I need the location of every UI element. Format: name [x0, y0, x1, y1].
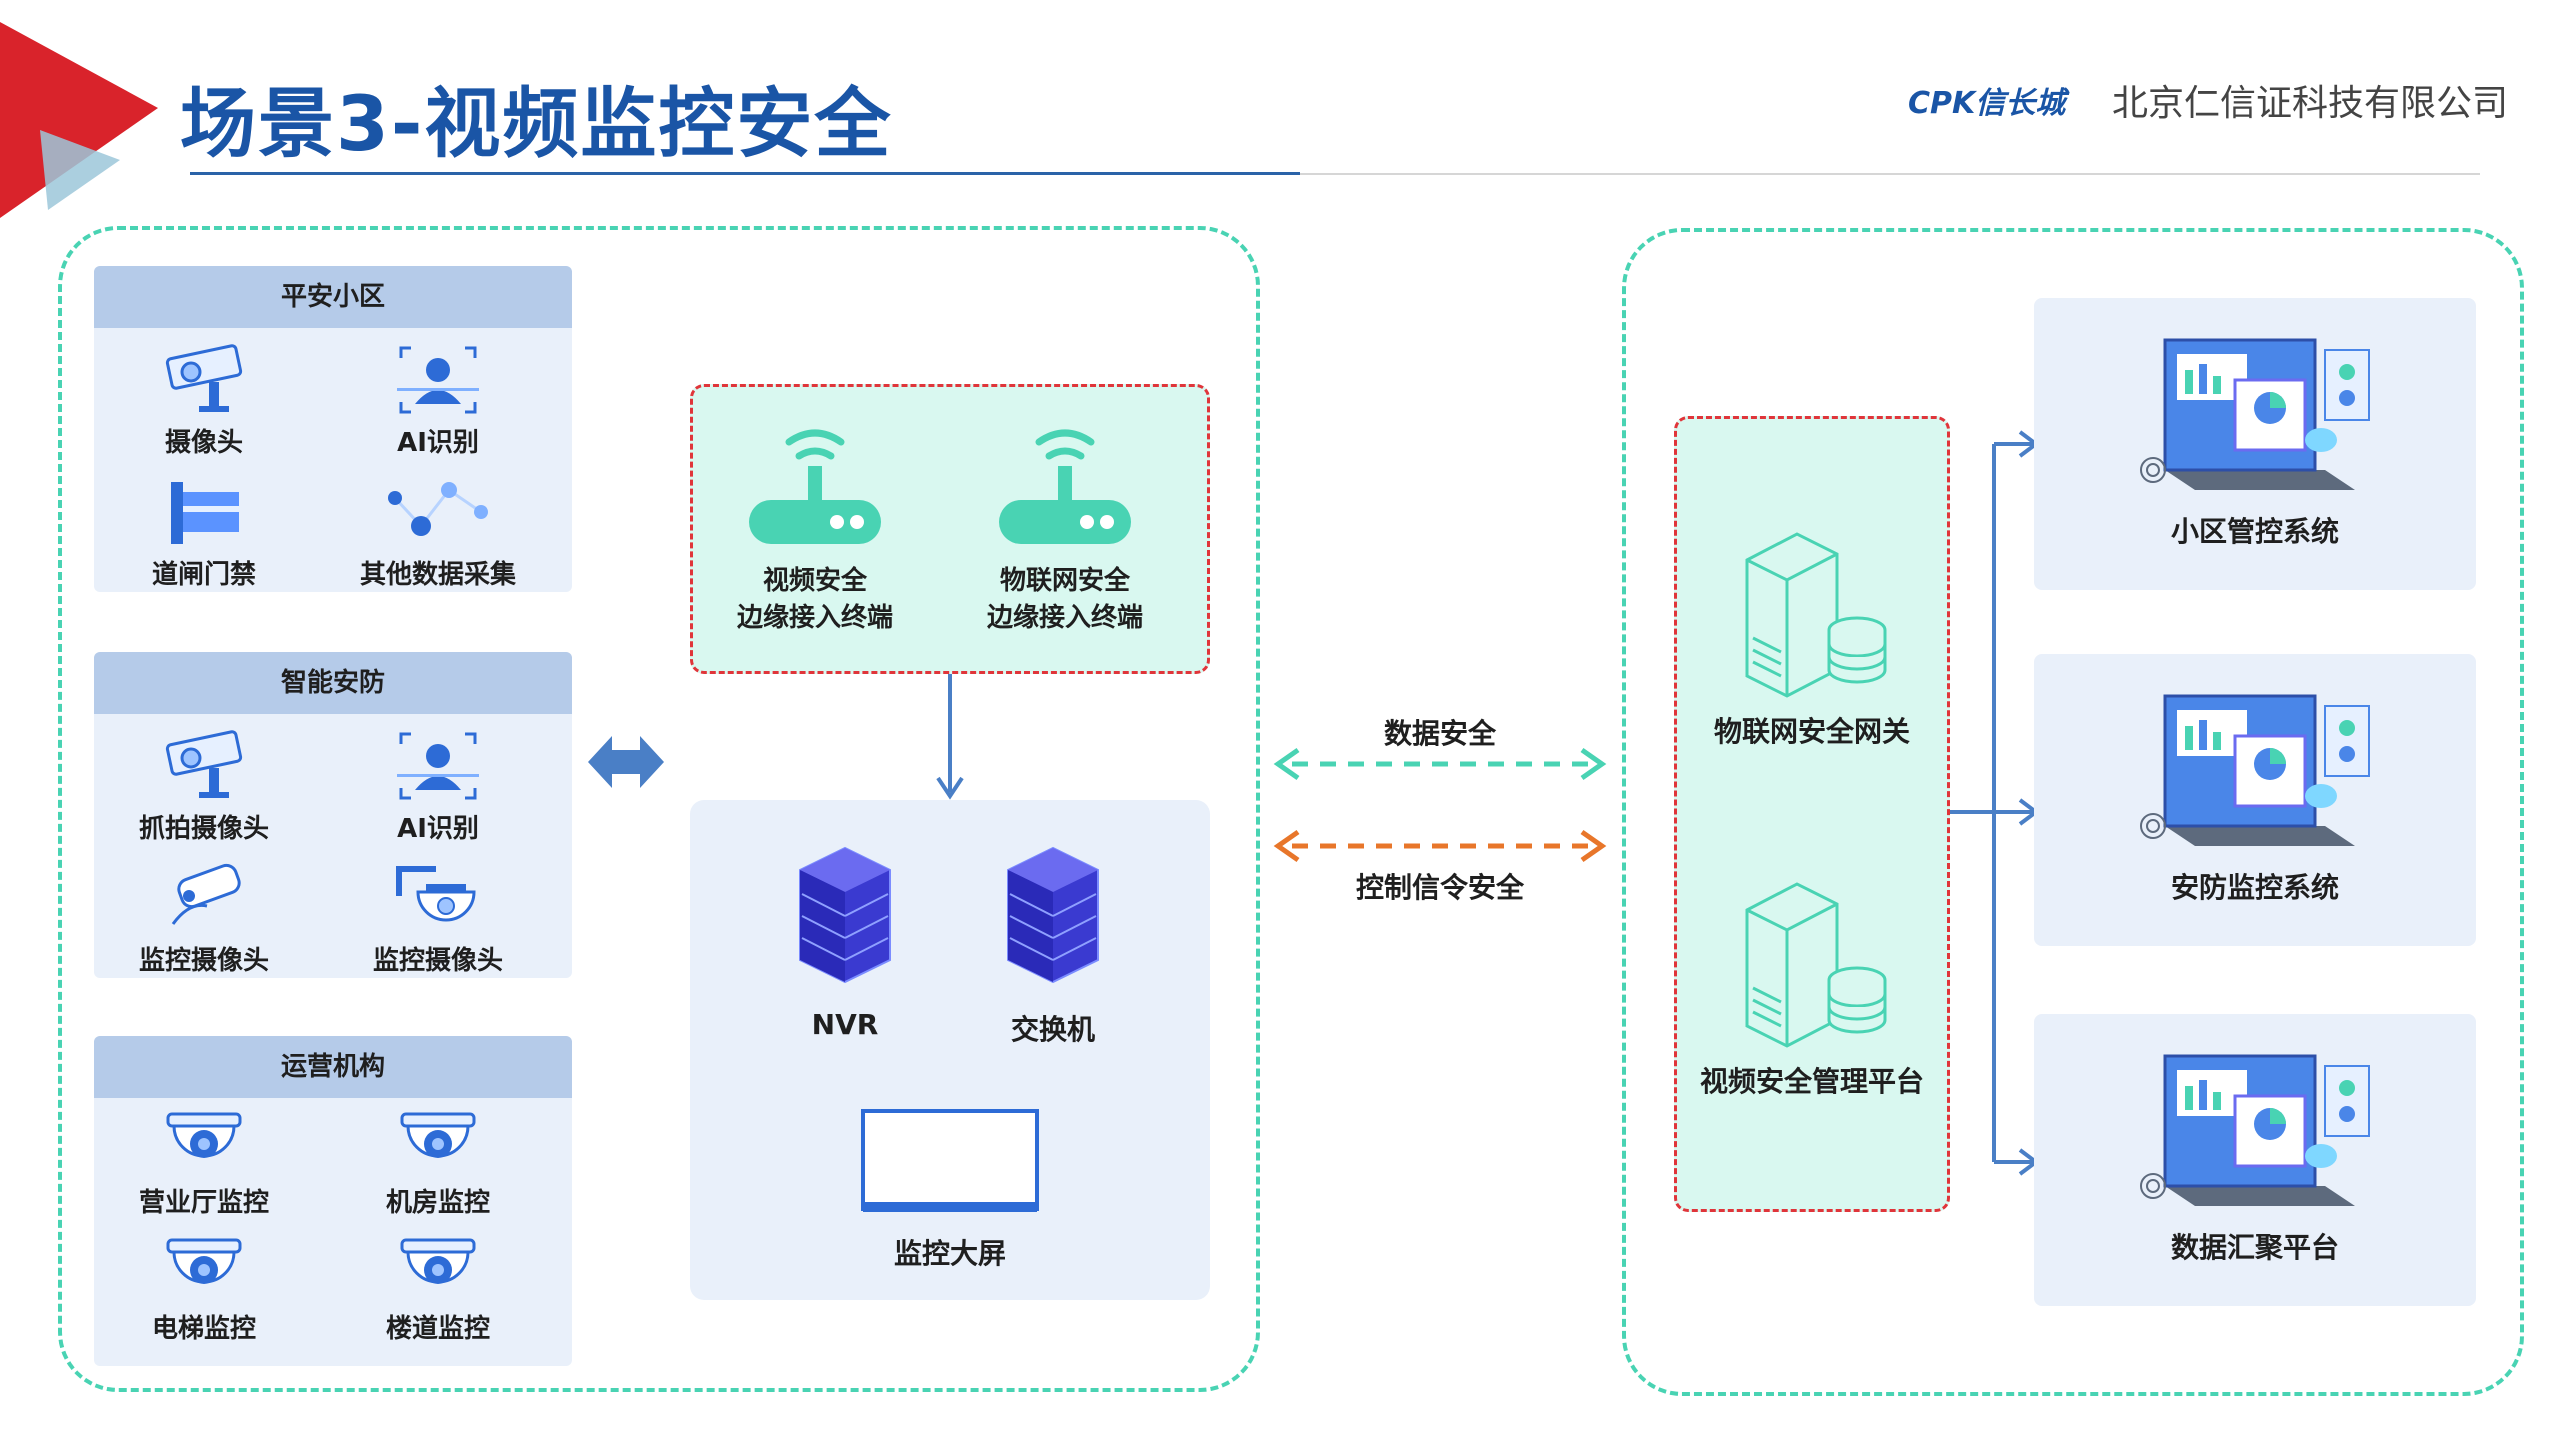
- panel-title: 运营机构: [94, 1036, 572, 1098]
- device-label: AI识别: [397, 814, 479, 844]
- device-label: 机房监控: [385, 1188, 490, 1218]
- down-arrow-icon: [936, 674, 964, 800]
- header-rule-grey: [1300, 173, 2480, 175]
- device-item: AI识别: [328, 730, 548, 845]
- gateway-server-icon: [1745, 532, 1887, 698]
- system-label: 安防监控系统: [2170, 871, 2339, 904]
- device-label: AI识别: [397, 428, 479, 458]
- gateway-label: 视频安全管理平台: [1699, 1065, 1924, 1098]
- router-icon: [999, 429, 1131, 544]
- data-security-label: 数据安全: [1383, 717, 1496, 750]
- panel-title: 平安小区: [94, 266, 572, 328]
- device-label: 监控摄像头: [372, 946, 503, 976]
- company-name: 北京仁信证科技有限公司: [2112, 83, 2509, 124]
- gateway-platform: 视频安全管理平台: [1680, 870, 1944, 1100]
- device-item: 摄像头: [94, 344, 314, 459]
- control-security-label: 控制信令安全: [1355, 871, 1524, 904]
- device-item: 楼道监控: [328, 1236, 548, 1345]
- ai-face-icon: [397, 346, 479, 414]
- device-item: 监控摄像头: [94, 862, 314, 977]
- right-dashed-group: [1622, 228, 2524, 1396]
- device-item: 电梯监控: [94, 1236, 314, 1345]
- bullet-camera-icon: [171, 863, 241, 925]
- device-label: 监控摄像头: [138, 946, 269, 976]
- category-panel-safe-community: 平安小区 摄像头 AI识别 道闸门禁 其他数据采集: [94, 266, 572, 592]
- terminal-label-line2: 边缘接入终端: [736, 603, 893, 633]
- control-security-arrow: [1273, 829, 1607, 863]
- screen-label: 监控大屏: [893, 1237, 1006, 1270]
- device-label: 营业厅监控: [138, 1188, 269, 1218]
- dashboard-icon: [2140, 694, 2370, 846]
- device-item: 营业厅监控: [94, 1110, 314, 1219]
- category-panel-smart-security: 智能安防 抓拍摄像头 AI识别 监控摄像头 监控摄像头: [94, 652, 572, 978]
- panel-title: 智能安防: [94, 652, 572, 714]
- system-label: 数据汇聚平台: [2170, 1231, 2339, 1264]
- device-label: 交换机: [1010, 1013, 1095, 1046]
- branch-arrows: [1950, 430, 2040, 1176]
- header-rule: [190, 172, 1300, 175]
- device-label: NVR: [811, 1008, 879, 1041]
- monitor-icon: [861, 1109, 1039, 1212]
- device-screen: 监控大屏: [850, 1108, 1050, 1272]
- double-arrow-icon: [588, 736, 664, 788]
- device-label: 道闸门禁: [151, 560, 256, 590]
- device-label: 电梯监控: [151, 1314, 256, 1344]
- server-stack-icon: [1007, 846, 1099, 984]
- category-panel-operations: 运营机构 营业厅监控 机房监控 电梯监控 楼道监控: [94, 1036, 572, 1366]
- system-label: 小区管控系统: [2170, 515, 2339, 548]
- ai-face-icon: [397, 732, 479, 800]
- system-card-community: 小区管控系统: [2034, 298, 2476, 590]
- devices-card: [690, 800, 1210, 1300]
- router-icon: [749, 429, 881, 544]
- brand-logo: CPK信长城: [1908, 86, 2066, 121]
- gateway-iot: 物联网安全网关: [1680, 520, 1944, 750]
- dome-camera-icon: [400, 1238, 476, 1284]
- dashboard-icon: [2140, 1054, 2370, 1206]
- left-dashed-group: [58, 226, 1260, 1392]
- device-switch: 交换机: [968, 840, 1138, 1048]
- camera-icon: [165, 730, 243, 798]
- device-item: 机房监控: [328, 1110, 548, 1219]
- device-item: 其他数据采集: [328, 476, 548, 591]
- device-item: 抓拍摄像头: [94, 730, 314, 845]
- page-title: 场景3-视频监控安全: [180, 79, 893, 168]
- edge-terminal-video: 视频安全 边缘接入终端: [700, 420, 930, 634]
- device-label: 摄像头: [164, 428, 243, 458]
- terminal-label-line2: 边缘接入终端: [986, 603, 1143, 633]
- dome-camera-icon: [166, 1112, 242, 1158]
- edge-terminal-iot: 物联网安全 边缘接入终端: [950, 420, 1180, 634]
- device-item: 监控摄像头: [328, 862, 548, 977]
- terminal-label-line1: 物联网安全: [999, 566, 1130, 596]
- data-nodes-icon: [388, 482, 488, 536]
- gate-icon: [171, 482, 239, 544]
- data-security-arrow: [1273, 747, 1607, 781]
- ptz-camera-icon: [396, 866, 476, 922]
- device-label: 楼道监控: [385, 1314, 490, 1344]
- camera-icon: [165, 344, 243, 412]
- gateway-server-icon: [1745, 882, 1887, 1048]
- terminal-label-line1: 视频安全: [762, 566, 867, 596]
- device-label: 抓拍摄像头: [138, 814, 269, 844]
- system-card-security: 安防监控系统: [2034, 654, 2476, 946]
- device-nvr: NVR: [760, 840, 930, 1041]
- system-card-data: 数据汇聚平台: [2034, 1014, 2476, 1306]
- corner-triangle-icon: [0, 22, 158, 218]
- device-label: 其他数据采集: [359, 560, 516, 590]
- dome-camera-icon: [400, 1112, 476, 1158]
- device-item: AI识别: [328, 344, 548, 459]
- dashboard-icon: [2140, 338, 2370, 490]
- gateway-label: 物联网安全网关: [1713, 715, 1910, 748]
- device-item: 道闸门禁: [94, 476, 314, 591]
- dome-camera-icon: [166, 1238, 242, 1284]
- server-stack-icon: [799, 846, 891, 984]
